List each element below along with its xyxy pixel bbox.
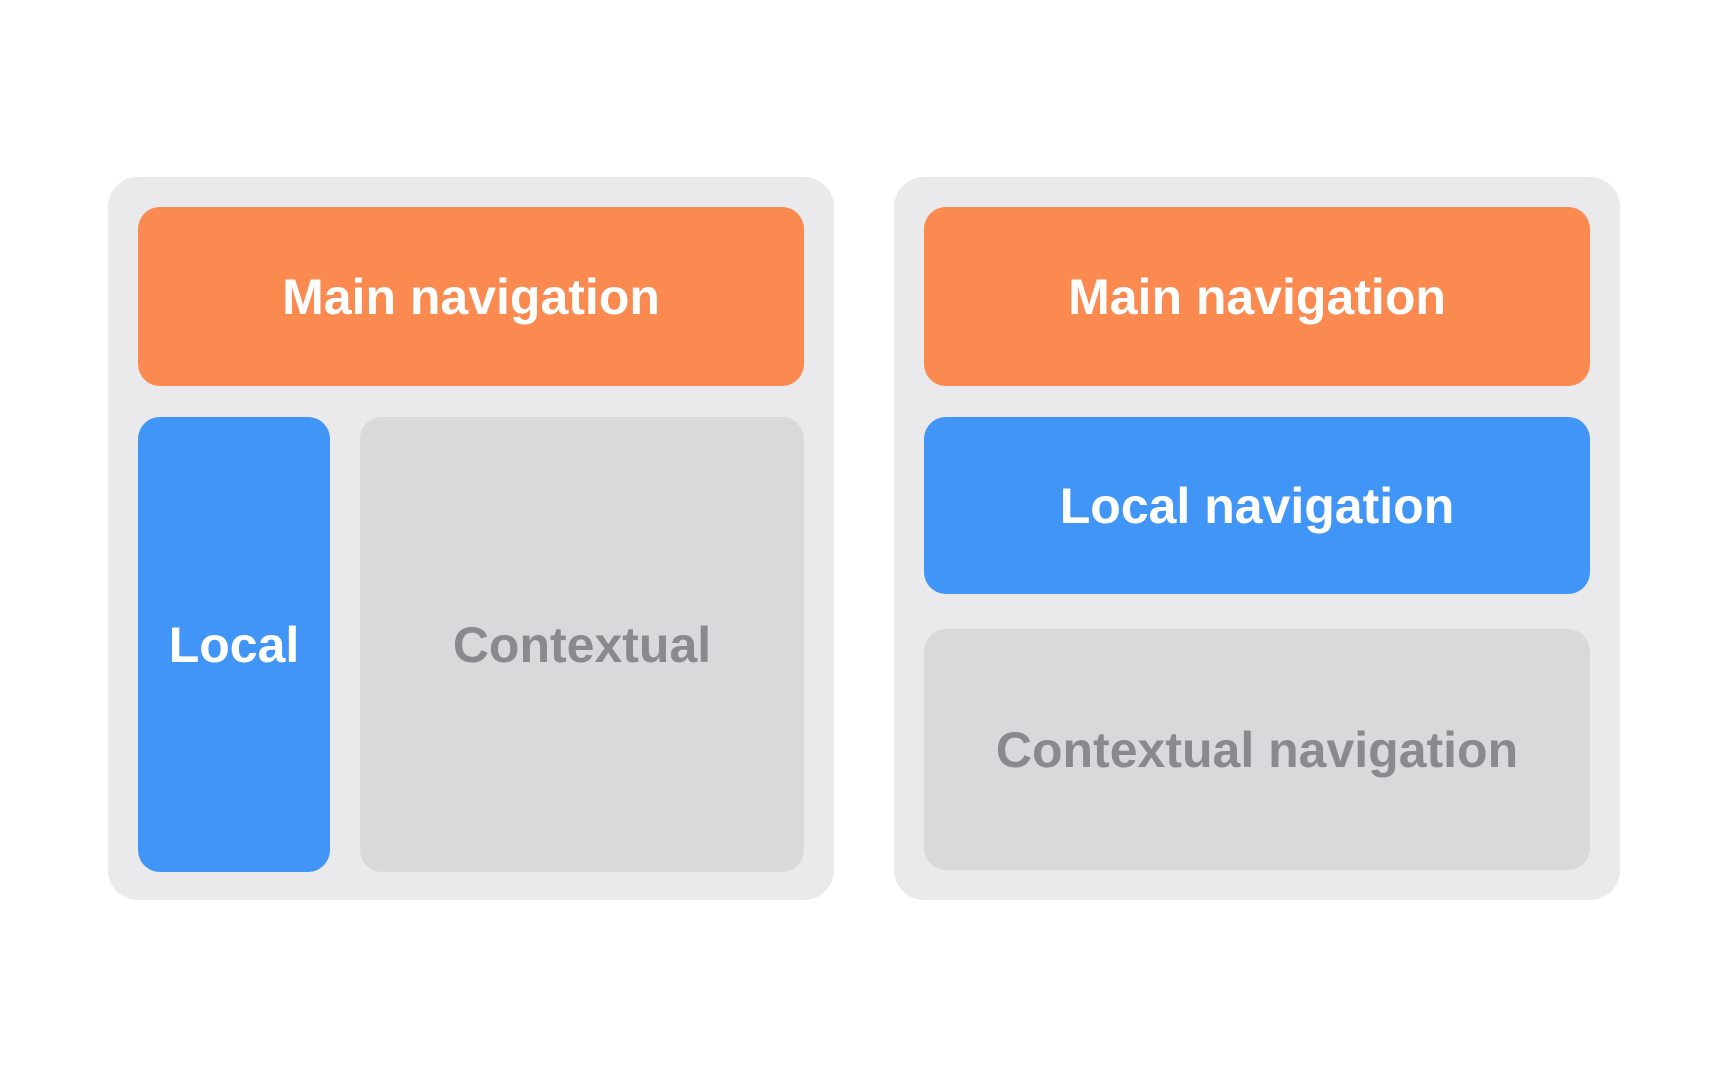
- contextual-navigation-block: Contextual navigation: [924, 629, 1590, 870]
- local-navigation-block: Local: [138, 417, 330, 872]
- main-navigation-label: Main navigation: [282, 268, 660, 325]
- main-navigation-label: Main navigation: [1068, 268, 1446, 325]
- local-navigation-label: Local navigation: [1059, 477, 1455, 534]
- contextual-navigation-block: Contextual: [360, 417, 804, 872]
- local-navigation-label: Local: [168, 616, 300, 673]
- stacked-layout-panel: Main navigation Local navigation Context…: [894, 177, 1620, 900]
- contextual-navigation-label: Contextual navigation: [995, 721, 1519, 778]
- sidebar-layout-panel: Main navigation Local Contextual: [108, 177, 834, 900]
- local-navigation-block: Local navigation: [924, 417, 1590, 594]
- main-navigation-block: Main navigation: [924, 207, 1590, 386]
- contextual-navigation-label: Contextual: [452, 616, 712, 673]
- main-navigation-block: Main navigation: [138, 207, 804, 386]
